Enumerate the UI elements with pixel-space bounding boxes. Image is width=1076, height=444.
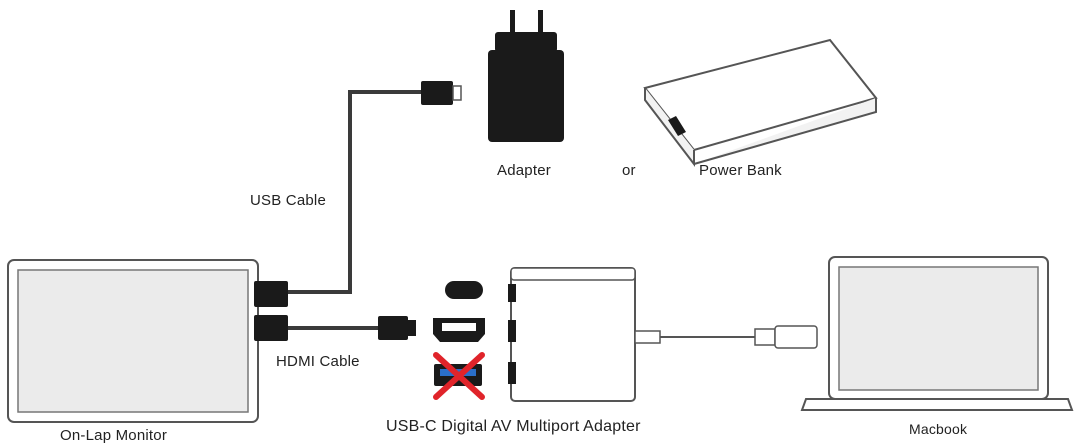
monitor-hdmi-plug bbox=[254, 315, 288, 341]
laptop-icon bbox=[800, 256, 1074, 411]
monitor-label: On-Lap Monitor bbox=[60, 427, 168, 444]
usb-cable-label: USB Cable bbox=[250, 192, 327, 209]
wall-charger-icon bbox=[488, 10, 564, 142]
adapter-label: Adapter bbox=[497, 162, 551, 179]
usb-plug-top bbox=[421, 81, 462, 105]
hdmi-port-icon bbox=[433, 318, 485, 342]
hdmi-cable-label: HDMI Cable bbox=[276, 353, 360, 370]
usb-c-cable bbox=[634, 325, 818, 349]
power-bank-label: Power Bank bbox=[699, 162, 782, 179]
multiport-adapter-label: USB-C Digital AV Multiport Adapter bbox=[386, 418, 641, 435]
monitor-usb-plug bbox=[254, 281, 288, 307]
portable-monitor-icon bbox=[7, 259, 259, 423]
power-bank-icon bbox=[643, 38, 878, 167]
macbook-label: Macbook bbox=[909, 421, 968, 437]
hdmi-plug-end bbox=[378, 316, 416, 340]
or-label: or bbox=[622, 162, 636, 179]
red-cross-icon bbox=[433, 352, 485, 400]
usb-c-port-icon bbox=[445, 281, 483, 299]
usb-c-hub-icon bbox=[508, 267, 636, 402]
